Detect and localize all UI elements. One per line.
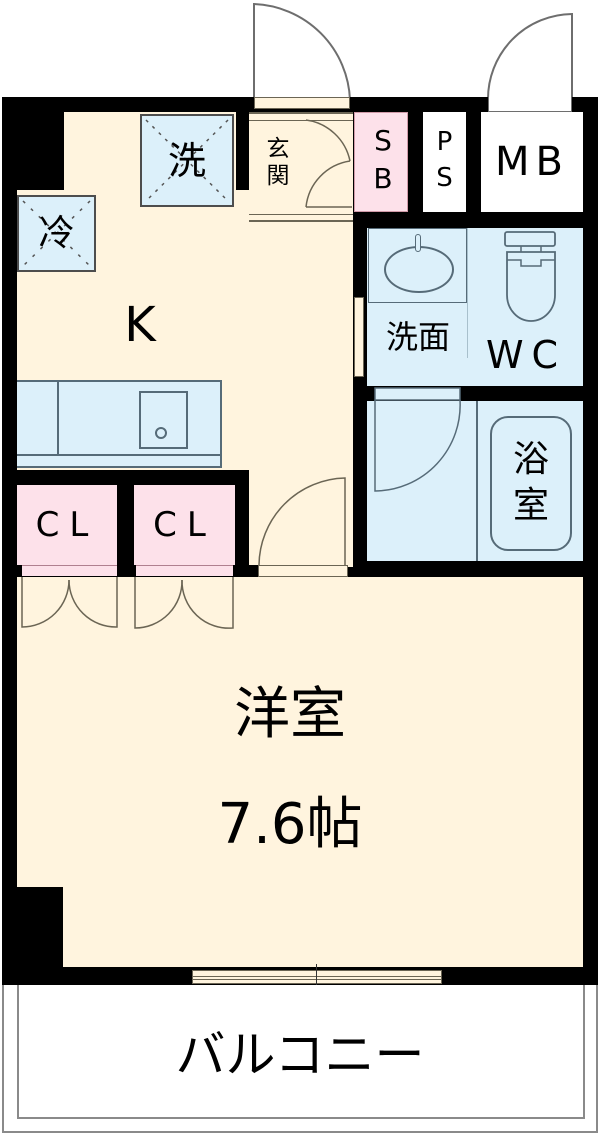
kitchen-floor-right (236, 222, 353, 567)
bath-divider (476, 401, 478, 561)
western-room-floor (17, 577, 583, 967)
fridge-space (17, 195, 96, 272)
pipe-space-label-top: P (436, 127, 453, 157)
western-room-size: 7.6帖 (217, 792, 363, 857)
room-door-opening (258, 565, 348, 577)
kitchen-label: K (124, 297, 156, 353)
counter-edge (17, 454, 222, 456)
room-door-jamb (236, 565, 258, 578)
western-room-label: 洋室 (234, 682, 346, 747)
entrance-label-bottom: 関 (266, 163, 290, 189)
washroom-wc-divider (467, 228, 468, 358)
meter-box-threshold (488, 97, 572, 112)
entrance-step-line (249, 214, 353, 215)
closet-1-label: CL (35, 505, 99, 545)
vanity-counter (368, 228, 467, 303)
entrance-label-top: 玄 (266, 136, 290, 162)
pipe-space-label-bottom: S (436, 163, 453, 193)
balcony (2, 985, 598, 1133)
counter-divider (57, 381, 59, 454)
closet-2-track (136, 565, 233, 576)
entrance-door-swing (253, 2, 573, 101)
western-room-pillar (17, 887, 63, 969)
laundry-label: 洗 (167, 138, 206, 183)
closet-doors (21, 577, 234, 629)
shoe-box-label: S B (360, 120, 406, 200)
closet-2-label: CL (153, 505, 216, 545)
entrance-floor (249, 112, 353, 222)
window-center-mark (316, 964, 317, 990)
closet-1-track (22, 565, 117, 576)
bathtub-icon (490, 416, 572, 551)
balcony-label: バルコニー (175, 1026, 425, 1084)
entrance-label: 玄 関 (258, 128, 298, 198)
sink-icon (384, 246, 454, 293)
shoe-box-label-top: S (374, 124, 392, 157)
pipe-space-label: P S (423, 120, 466, 200)
bath-door-swing (374, 387, 461, 492)
toilet-icon (504, 231, 556, 322)
closet-1 (17, 485, 117, 565)
meter-box-label: MB (495, 139, 569, 185)
meter-box (481, 112, 583, 212)
entrance-inner-door (305, 119, 352, 208)
balcony-window (192, 970, 442, 984)
toilet-label: WC (485, 333, 567, 377)
room-door-swing (258, 477, 346, 566)
bath-label-top: 浴 (512, 438, 549, 480)
shoe-box-label-bottom: B (373, 162, 393, 195)
washroom-door-opening (354, 297, 364, 377)
bath-label-bottom: 室 (512, 484, 549, 526)
fridge-label: 冷 (38, 212, 75, 254)
closet-2 (134, 485, 235, 565)
pipe-space (423, 112, 466, 212)
entrance-step-line (249, 120, 353, 121)
shoe-box (354, 112, 408, 212)
washroom-label: 洗面 (385, 318, 450, 356)
stove-icon (139, 391, 188, 449)
faucet-icon (415, 234, 421, 252)
bath-label: 浴 室 (490, 430, 572, 535)
laundry-space (140, 114, 234, 207)
entrance-threshold (254, 97, 350, 109)
